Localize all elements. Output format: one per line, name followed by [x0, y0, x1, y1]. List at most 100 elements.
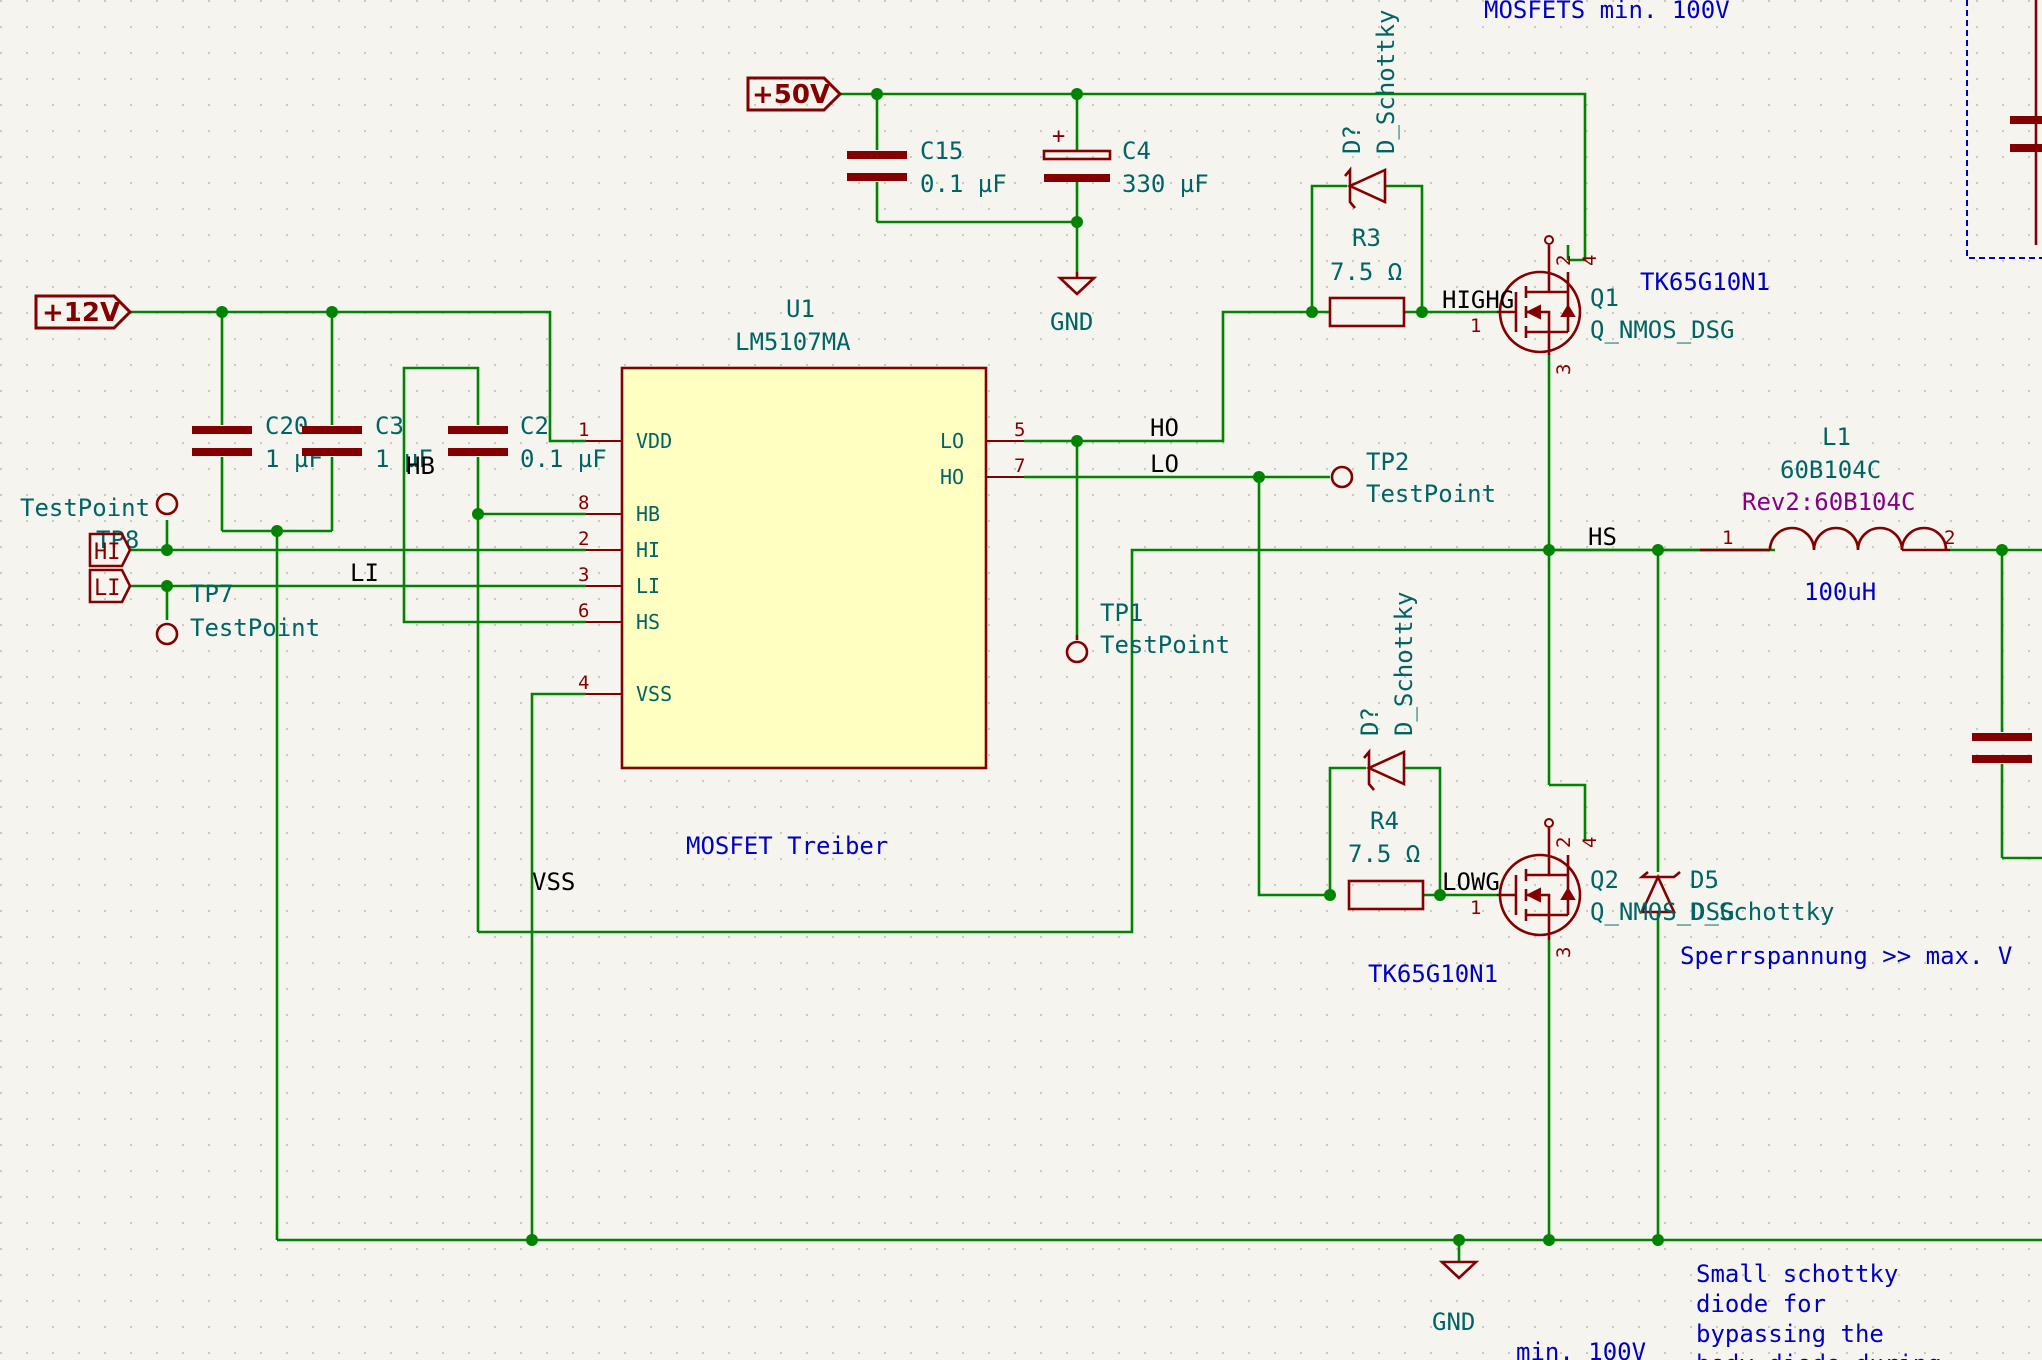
d5-value: D_Schottky — [1690, 898, 1835, 926]
note-schottky-3: bypassing the — [1696, 1320, 1884, 1348]
net-labels: HB LI HO LO HS VSS HIGHG LOWG — [350, 286, 1617, 896]
r4-ref: R4 — [1370, 807, 1399, 835]
c20-ref: C20 — [265, 412, 308, 440]
l1-inductance: 100uH — [1804, 578, 1876, 606]
inductor-l1[interactable]: 1 2 L1 60B104C Rev2:60B104C 100uH — [1700, 423, 1955, 606]
tp2-value: TestPoint — [1366, 480, 1496, 508]
c15-value: 0.1 µF — [920, 170, 1007, 198]
q1-value: Q_NMOS_DSG — [1590, 316, 1735, 344]
note-min-100v-bottom: min. 100V — [1516, 1338, 1646, 1360]
c2-ref: C2 — [520, 412, 549, 440]
junctions — [161, 88, 2008, 1246]
net-label-lowg: LOWG — [1442, 868, 1500, 896]
port-li[interactable]: LI — [88, 568, 132, 604]
tp7-value: TestPoint — [190, 614, 320, 642]
power-flag-12v[interactable]: +12V — [34, 294, 133, 330]
testpoint-tp7[interactable]: TP7 TestPoint — [155, 580, 320, 646]
note-schottky-2: diode for — [1696, 1290, 1826, 1318]
capacitor-c4[interactable]: + C4 330 µF — [1042, 124, 1209, 198]
l1-rev: Rev2:60B104C — [1742, 488, 1915, 516]
net-label-hs: HS — [1588, 523, 1617, 551]
u1-pin-name-hb: HB — [636, 502, 660, 526]
ic-u1-lm5107[interactable]: U1 LM5107MA 1 VDD 8 HB 2 HI 3 LI 6 HS 4 … — [578, 295, 1025, 770]
q2-pin-3: 3 — [1553, 947, 1575, 958]
capacitor-c3[interactable]: C3 1 µF — [302, 412, 433, 473]
tp8-value: TestPoint — [20, 494, 150, 522]
u1-pin-num-li: 3 — [578, 564, 589, 586]
u1-pin-name-ho: HO — [940, 465, 964, 489]
u1-pin-num-vdd: 1 — [578, 419, 589, 441]
mosfet-q1[interactable]: 1 2 3 4 Q1 Q_NMOS_DSG TK65G10N1 — [1470, 235, 1770, 375]
r3-ref: R3 — [1352, 224, 1381, 252]
resistor-r4[interactable]: R4 7.5 Ω — [1347, 807, 1425, 911]
q1-part: TK65G10N1 — [1640, 268, 1770, 296]
mosfet-q2[interactable]: 1 2 3 4 Q2 Q_NMOS_DSG TK65G10N1 — [1368, 818, 1735, 988]
d-mid-ref: D? — [1356, 707, 1384, 736]
q1-pin-2: 2 — [1553, 255, 1575, 266]
u1-pin-name-hi: HI — [636, 538, 660, 562]
capacitor-partial-right — [1972, 733, 2032, 763]
u1-pin-num-vss: 4 — [578, 672, 589, 694]
net-label-vss: VSS — [532, 868, 575, 896]
gnd-symbol-top: GND — [1050, 272, 1098, 336]
u1-pin-num-hi: 2 — [578, 528, 589, 550]
q1-ref: Q1 — [1590, 284, 1619, 312]
sheet-border-dashed — [1966, 0, 2042, 259]
q2-ref: Q2 — [1590, 866, 1619, 894]
c3-value: 1 µF — [375, 445, 433, 473]
gnd-symbol-bottom: GND — [1432, 1260, 1480, 1336]
testpoint-tp2[interactable]: TP2 TestPoint — [1330, 448, 1496, 508]
diode-d5[interactable]: D5 D_Schottky — [1638, 866, 1835, 926]
note-mosfets-min: MOSFETS min. 100V — [1484, 0, 1730, 24]
net-label-li: LI — [350, 559, 379, 587]
capacitor-c2[interactable]: C2 0.1 µF — [448, 412, 607, 473]
d-mid-value: D_Schottky — [1390, 592, 1418, 737]
power-50v-label: +50V — [752, 80, 830, 110]
note-schottky-4: body diode during — [1696, 1350, 1942, 1360]
q1-pin-3: 3 — [1553, 364, 1575, 375]
note-sperrspannung: Sperrspannung >> max. V — [1680, 942, 2012, 970]
power-flag-50v[interactable]: +50V — [746, 76, 843, 112]
q1-pin-1: 1 — [1470, 315, 1481, 337]
c3-ref: C3 — [375, 412, 404, 440]
c4-ref: C4 — [1122, 137, 1151, 165]
annotations: MOSFETS min. 100V MOSFET Treiber Sperrsp… — [686, 0, 2012, 1360]
c2-value: 0.1 µF — [520, 445, 607, 473]
port-hi[interactable]: HI — [88, 532, 132, 568]
tp7-ref: TP7 — [190, 580, 233, 608]
diode-schottky-top[interactable]: D? D_Schottky — [1338, 10, 1400, 209]
capacitor-c15[interactable]: C15 0.1 µF — [847, 137, 1007, 198]
tp1-ref: TP1 — [1100, 599, 1143, 627]
q1-pin-4: 4 — [1579, 255, 1601, 266]
tp2-ref: TP2 — [1366, 448, 1409, 476]
resistor-r3[interactable]: R3 7.5 Ω — [1328, 224, 1406, 328]
q2-pin-1: 1 — [1470, 897, 1481, 919]
testpoint-tp8[interactable]: TestPoint TP8 — [20, 492, 179, 554]
c4-value: 330 µF — [1122, 170, 1209, 198]
gnd-bottom-label: GND — [1432, 1308, 1475, 1336]
l1-ref: L1 — [1822, 423, 1851, 451]
u1-pin-name-li: LI — [636, 574, 660, 598]
u1-pin-name-vss: VSS — [636, 682, 672, 706]
u1-pin-num-ho: 7 — [1014, 455, 1025, 477]
diode-schottky-mid[interactable]: D? D_Schottky — [1356, 592, 1418, 791]
net-label-highg: HIGHG — [1442, 286, 1514, 314]
net-label-lo: LO — [1150, 450, 1179, 478]
q2-part: TK65G10N1 — [1368, 960, 1498, 988]
l1-pin-2: 2 — [1944, 527, 1955, 549]
port-li-label: LI — [94, 576, 121, 601]
d-top-ref: D? — [1338, 125, 1366, 154]
d-top-value: D_Schottky — [1372, 10, 1400, 155]
u1-value: LM5107MA — [735, 328, 851, 356]
net-label-hb: HB — [406, 452, 435, 480]
ic-u1-body — [620, 366, 988, 770]
net-label-ho: HO — [1150, 414, 1179, 442]
u1-pin-num-hs: 6 — [578, 600, 589, 622]
power-12v-label: +12V — [42, 298, 120, 328]
tp1-value: TestPoint — [1100, 631, 1230, 659]
testpoint-tp1[interactable]: TP1 TestPoint — [1065, 599, 1230, 664]
l1-value: 60B104C — [1780, 456, 1881, 484]
